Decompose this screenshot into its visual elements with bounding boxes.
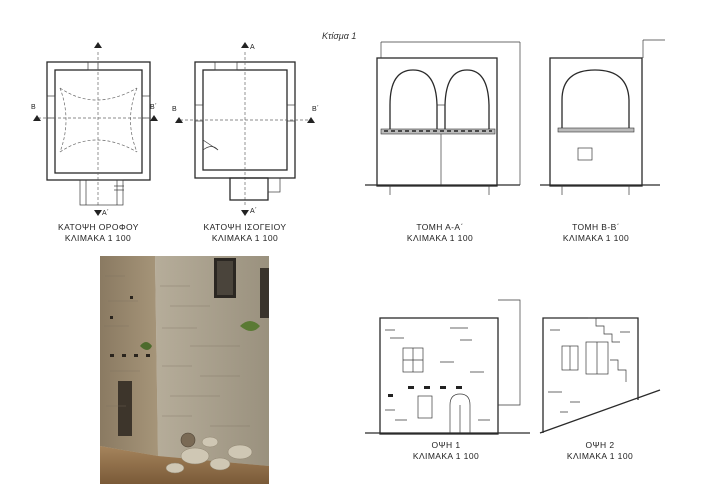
- section-arrow-a-bottom-ground: [241, 210, 249, 216]
- section-arrow-b-right-ground: [307, 117, 315, 123]
- section-arrow-a-bottom: [94, 210, 102, 216]
- mark-a-prime-ground: Α΄: [250, 208, 257, 215]
- plan-ground-floor: [175, 42, 315, 216]
- section-arrow-b-left: [33, 115, 41, 121]
- mark-b-prime-ground: Β΄: [312, 106, 319, 113]
- mark-b-prime-upper: Β΄: [150, 104, 157, 111]
- section-a-a: [365, 41, 521, 195]
- building-photo: [100, 256, 269, 484]
- elevation-1: [365, 299, 530, 435]
- mark-b-upper: Β: [31, 104, 36, 111]
- section-arrow-a-top: [94, 42, 102, 48]
- caption-section-a: ΤΟΜΗ Α-Α΄ΚΛΙΜΑΚΑ 1 100: [406, 222, 474, 243]
- sheet-title: Κτίσμα 1: [322, 31, 357, 41]
- mark-a-ground: Α: [250, 44, 255, 51]
- plan-upper-floor: [33, 42, 158, 216]
- caption-section-b: ΤΟΜΗ Β-Β΄ΚΛΙΜΑΚΑ 1 100: [562, 222, 630, 243]
- section-b-b: [540, 39, 665, 195]
- section-arrow-a-top-ground: [241, 42, 249, 48]
- section-arrow-b-left-ground: [175, 117, 183, 123]
- mark-b-ground: Β: [172, 106, 177, 113]
- mark-a-prime-upper: Α΄: [102, 210, 109, 217]
- elevation-2: [539, 317, 661, 434]
- section-arrow-b-right: [150, 115, 158, 121]
